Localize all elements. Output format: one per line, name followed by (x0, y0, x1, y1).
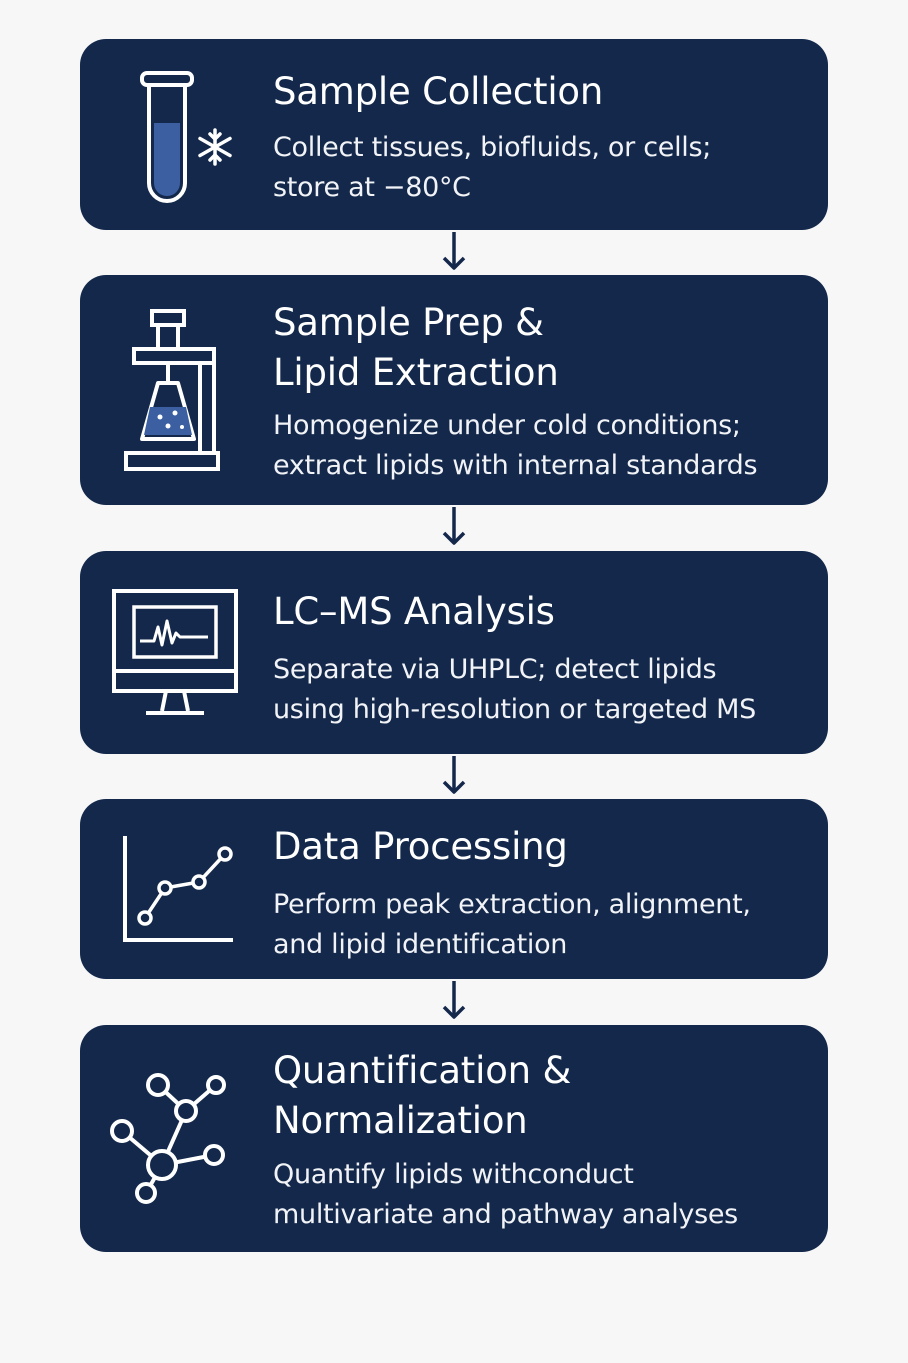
step-card-quantification: Quantification & Normalization Quantify … (80, 1025, 828, 1252)
monitor-chromatogram-icon (80, 551, 270, 754)
line-graph-icon (80, 799, 270, 979)
step-card-lipid-extraction: Sample Prep & Lipid Extraction Homogeniz… (80, 275, 828, 505)
step-description: Collect tissues, biofluids, or cells; st… (273, 132, 712, 203)
down-arrow-icon (442, 232, 466, 270)
down-arrow-icon (442, 507, 466, 545)
homogenizer-icon (80, 275, 270, 505)
step-description: Perform peak extraction, alignment, and … (273, 889, 751, 960)
step-card-lcms-analysis: LC–MS Analysis Separate via UHPLC; detec… (80, 551, 828, 754)
step-title: LC–MS Analysis (273, 590, 555, 633)
down-arrow-icon (442, 756, 466, 794)
test-tube-snowflake-icon (80, 39, 270, 230)
step-description: Homogenize under cold conditions; extrac… (273, 410, 758, 481)
step-description: Quantify lipids withconduct multivariate… (273, 1159, 738, 1230)
step-description: Separate via UHPLC; detect lipids using … (273, 654, 757, 725)
step-title: Sample Prep & Lipid Extraction (273, 301, 559, 394)
step-title: Data Processing (273, 825, 568, 868)
step-card-sample-collection: Sample Collection Collect tissues, biofl… (80, 39, 828, 230)
network-icon (80, 1025, 270, 1252)
step-title: Sample Collection (273, 70, 604, 113)
step-title: Quantification & Normalization (273, 1049, 572, 1142)
down-arrow-icon (442, 981, 466, 1019)
step-card-data-processing: Data Processing Perform peak extraction,… (80, 799, 828, 979)
